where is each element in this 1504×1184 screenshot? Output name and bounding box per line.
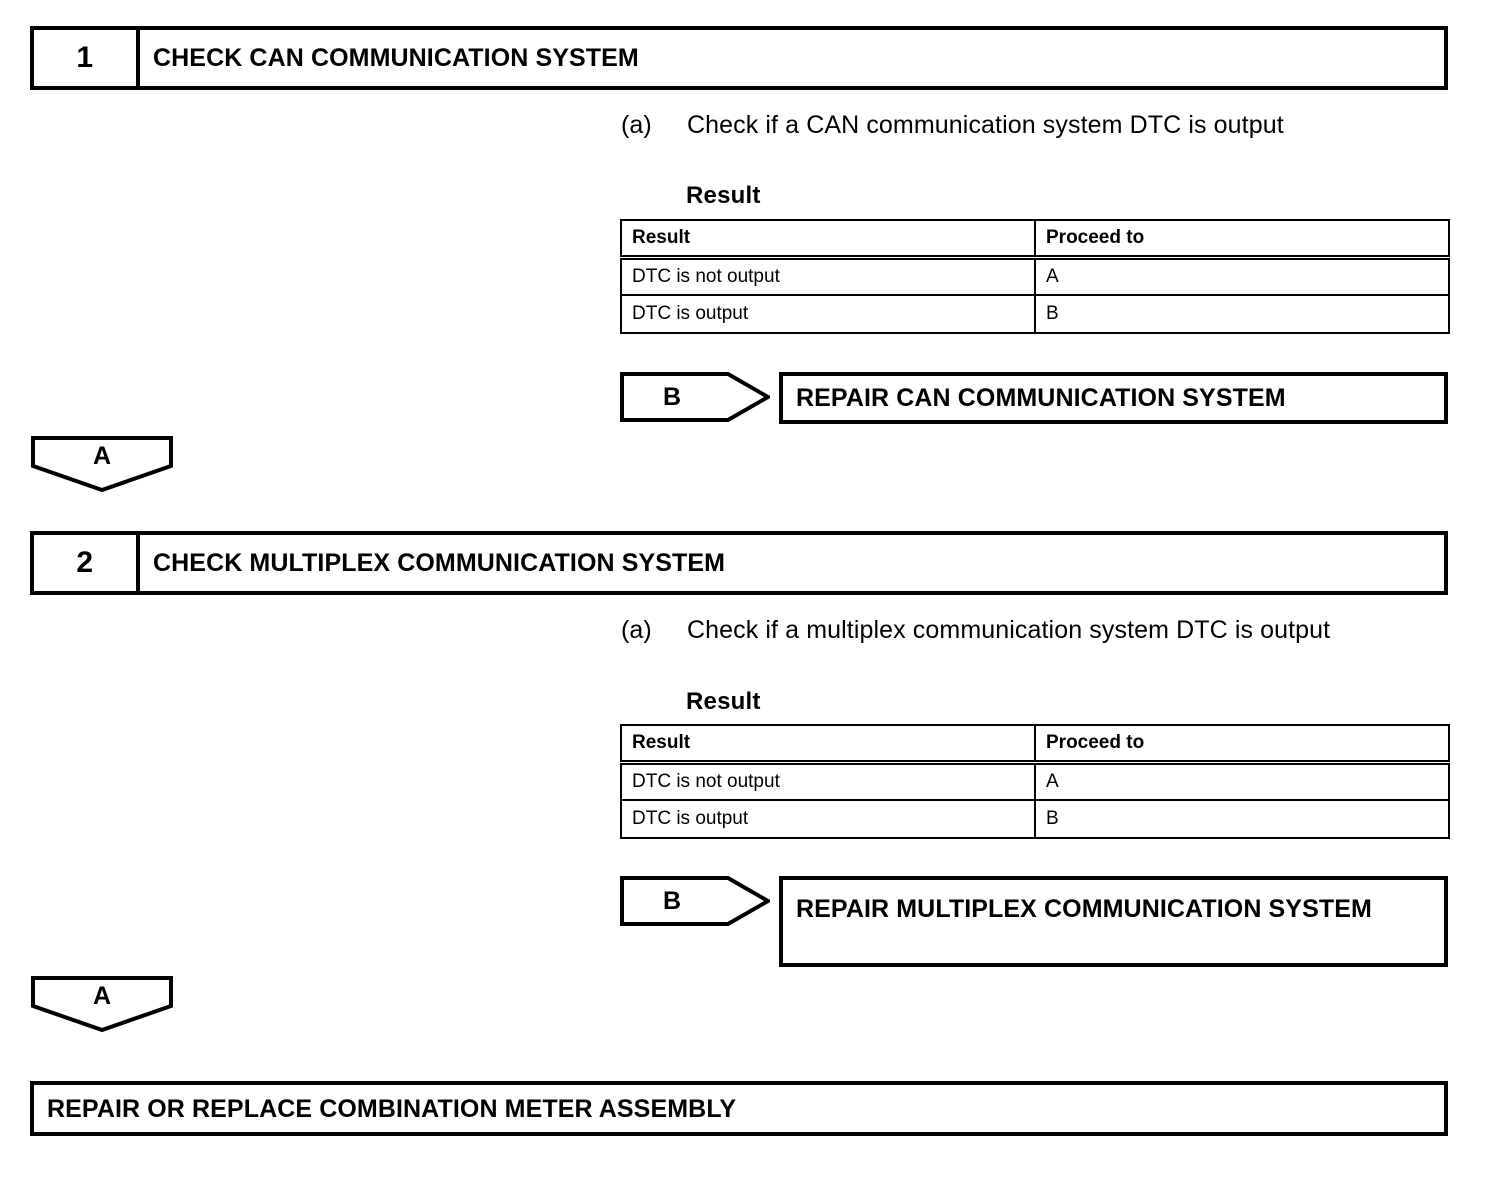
- action-box-repair-multiplex: REPAIR MULTIPLEX COMMUNICATION SYSTEM: [779, 876, 1448, 967]
- table-cell-result: DTC is output: [620, 799, 1036, 839]
- pentagon-down-icon: [31, 436, 173, 492]
- table-header-result: Result: [620, 219, 1036, 260]
- final-action-label: REPAIR OR REPLACE COMBINATION METER ASSE…: [47, 1094, 737, 1123]
- procedure-1: (a) Check if a CAN communication system …: [621, 107, 1441, 143]
- pentagon-right-icon: [620, 372, 770, 422]
- table-cell-result: DTC is not output: [620, 256, 1036, 296]
- final-action-box: REPAIR OR REPLACE COMBINATION METER ASSE…: [30, 1081, 1448, 1136]
- connector-b-label-1: B: [662, 382, 682, 411]
- table-cell-result: DTC is not output: [620, 761, 1036, 801]
- result-table-2: Result Proceed to DTC is not output A DT…: [620, 724, 1450, 839]
- table-header-result: Result: [620, 724, 1036, 765]
- table-row: DTC is not output A: [620, 761, 1450, 801]
- pentagon-down-icon: [31, 976, 173, 1032]
- table-cell-proceed-to: A: [1034, 256, 1450, 296]
- procedure-text-1: Check if a CAN communication system DTC …: [687, 111, 1284, 139]
- result-caption-2: Result: [686, 688, 761, 715]
- table-header-row: Result Proceed to: [620, 219, 1450, 260]
- procedure-marker-2: (a): [621, 616, 652, 644]
- step-title-2: CHECK MULTIPLEX COMMUNICATION SYSTEM: [153, 548, 726, 577]
- procedure-text-2: Check if a multiplex communication syste…: [687, 616, 1331, 644]
- procedure-2: (a) Check if a multiplex communication s…: [621, 612, 1381, 648]
- result-table-1: Result Proceed to DTC is not output A DT…: [620, 219, 1450, 334]
- table-cell-proceed-to: B: [1034, 799, 1450, 839]
- action-box-repair-can: REPAIR CAN COMMUNICATION SYSTEM: [779, 372, 1448, 424]
- connector-a-1: A: [31, 436, 173, 492]
- connector-b-2: B: [620, 876, 770, 926]
- table-cell-proceed-to: B: [1034, 294, 1450, 334]
- step-header-2: 2 CHECK MULTIPLEX COMMUNICATION SYSTEM: [30, 531, 1448, 595]
- action-box-label: REPAIR MULTIPLEX COMMUNICATION SYSTEM: [796, 895, 1372, 923]
- connector-b-1: B: [620, 372, 770, 422]
- connector-b-label-2: B: [662, 886, 682, 915]
- table-row: DTC is output B: [620, 799, 1450, 839]
- connector-a-label-2: A: [92, 981, 112, 1010]
- step-title-1: CHECK CAN COMMUNICATION SYSTEM: [153, 43, 639, 72]
- step-header-1: 1 CHECK CAN COMMUNICATION SYSTEM: [30, 26, 1448, 90]
- table-header-proceed-to: Proceed to: [1034, 724, 1450, 765]
- table-cell-result: DTC is output: [620, 294, 1036, 334]
- table-header-row: Result Proceed to: [620, 724, 1450, 765]
- connector-a-2: A: [31, 976, 173, 1032]
- table-row: DTC is output B: [620, 294, 1450, 334]
- step-number-2: 2: [34, 535, 140, 591]
- pentagon-right-icon: [620, 876, 770, 926]
- action-box-label: REPAIR CAN COMMUNICATION SYSTEM: [796, 384, 1286, 412]
- procedure-marker-1: (a): [621, 111, 652, 139]
- connector-a-label-1: A: [92, 441, 112, 470]
- table-cell-proceed-to: A: [1034, 761, 1450, 801]
- result-caption-1: Result: [686, 182, 761, 209]
- step-number-1: 1: [34, 30, 140, 86]
- table-header-proceed-to: Proceed to: [1034, 219, 1450, 260]
- table-row: DTC is not output A: [620, 256, 1450, 296]
